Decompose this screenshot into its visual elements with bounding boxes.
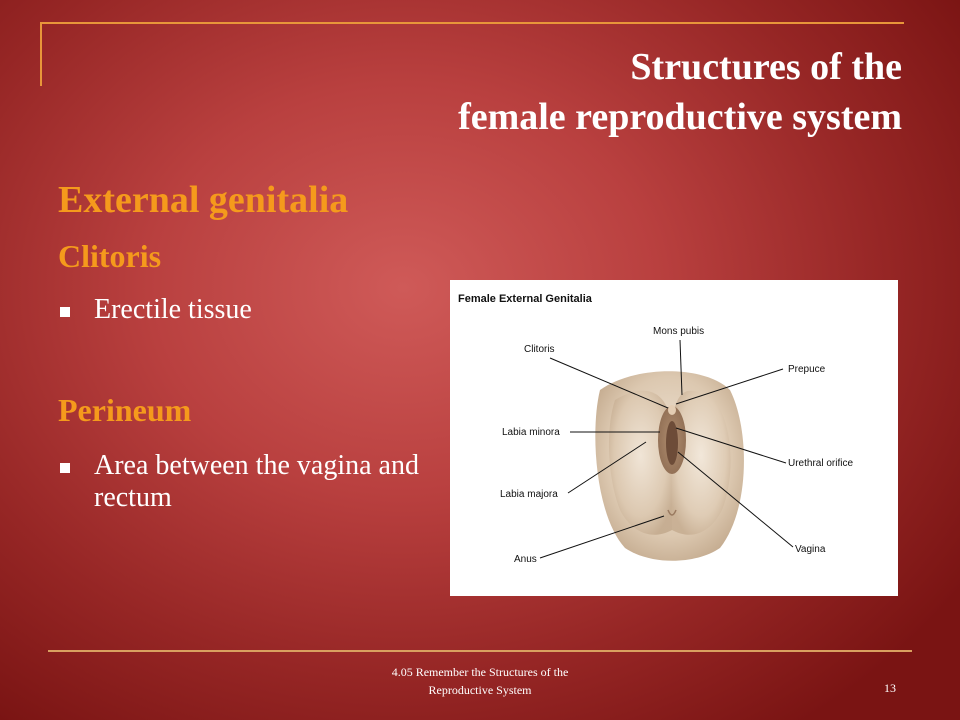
leader-line-prepuce — [675, 368, 784, 405]
labia-majora-left-shape — [608, 390, 672, 535]
bullet-item: Area between the vagina and rectum — [60, 450, 420, 514]
label-prepuce: Prepuce — [788, 364, 826, 375]
label-mons-pubis: Mons pubis — [653, 326, 704, 337]
label-vagina: Vagina — [795, 544, 826, 555]
subheading-perineum: Perineum — [58, 392, 192, 428]
bullet-text: Area between the vagina and rectum — [94, 450, 419, 513]
label-clitoris: Clitoris — [524, 344, 555, 355]
bullet-square-icon — [60, 463, 70, 473]
left-accent-line — [40, 22, 42, 86]
subheading-clitoris: Clitoris — [58, 238, 162, 274]
slide-title-line-2: female reproductive system — [458, 96, 902, 138]
vaginal-opening-shape — [666, 421, 678, 465]
label-urethral-orifice: Urethral orifice — [788, 458, 853, 469]
leader-line-vagina — [677, 451, 794, 548]
bullet-text: Erectile tissue — [94, 294, 252, 325]
clitoris-shape — [668, 405, 676, 415]
genitalia-diagram: Female External Genitalia Mons pubis Cli… — [450, 280, 898, 596]
leader-line-labia-majora — [567, 441, 647, 494]
diagram-title: Female External Genitalia — [458, 293, 593, 305]
bullet-item: Erectile tissue — [60, 294, 252, 326]
slide-footer: 4.05 Remember the Structures of the Repr… — [330, 663, 630, 699]
slide-title: Structures of the female reproductive sy… — [202, 42, 902, 142]
page-number: 13 — [884, 681, 896, 695]
leader-line-mons-pubis — [679, 339, 683, 396]
leader-line-anus — [539, 515, 665, 559]
label-labia-majora: Labia majora — [500, 489, 558, 500]
label-anus: Anus — [514, 554, 537, 565]
label-labia-minora: Labia minora — [502, 427, 560, 438]
bottom-accent-line — [48, 650, 912, 652]
footer-line-1: 4.05 Remember the Structures of the — [391, 665, 569, 679]
bullet-square-icon — [60, 307, 70, 317]
diagram-illustration: Female External Genitalia Mons pubis Cli… — [458, 293, 853, 565]
footer-line-2: Reproductive System — [428, 683, 532, 697]
leader-line-urethral-orifice — [675, 427, 787, 464]
slide-title-line-1: Structures of the — [630, 46, 902, 88]
labia-majora-right-shape — [671, 390, 731, 535]
leader-line-clitoris — [549, 357, 669, 409]
section-heading-external-genitalia: External genitalia — [58, 179, 349, 221]
top-accent-line — [40, 22, 904, 24]
anus-shape — [667, 509, 677, 516]
